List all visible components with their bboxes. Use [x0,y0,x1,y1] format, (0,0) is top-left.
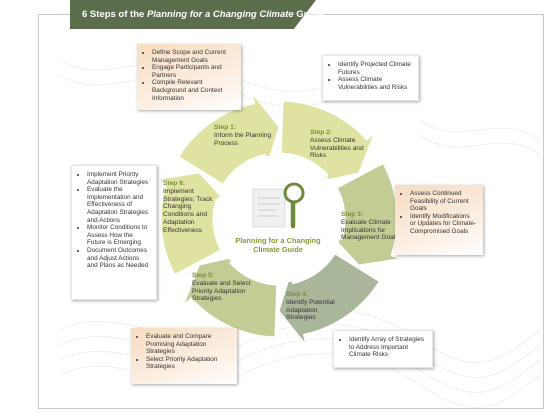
callout-step-5: Evaluate and Compare Promising Adaptatio… [131,328,237,384]
step-1: Step 1: Inform the Planning Process [214,124,272,147]
callout-item: Define Scope and Current Management Goal… [152,49,235,64]
callout-item: Identify Modifications or Updates for Cl… [410,213,477,236]
cycle-arrow-step-1 [178,93,280,185]
callout-item: Document Outcomes and Adjust Actions and… [87,247,150,270]
center-label: Planning for a Changing Climate Guide [235,236,321,254]
callout-item: Evaluate and Compare Promising Adaptatio… [146,333,231,356]
cycle-arrow-step-6 [157,172,228,276]
callout-item: Monitor Conditions to Assess How the Fut… [87,224,150,247]
figure-title: 6 Steps of the Planning for a Changing C… [82,9,324,20]
step-2: Step 2: Assess Climate Vulnerabilities a… [310,129,364,160]
title-bar [70,0,316,29]
callout-item: Assess Climate Vulnerabilities and Risks [338,76,412,91]
callout-item: Compile Relevant Background and Context … [152,79,235,102]
callout-step-3: Assess Continued Feasibility of Current … [395,185,483,255]
callout-item: Implement Priority Adaptation Strategies [87,171,150,186]
callout-step-6: Implement Priority Adaptation Strategies… [71,165,157,300]
step-3: Step 3: Evaluate Climate Implications fo… [341,211,399,242]
callout-item: Select Priority Adaptation Strategies [146,356,231,371]
step-4: Step 4: Identify Potential Adaptation St… [286,291,335,322]
callout-item: Identify Projected Climate Futures [338,61,412,76]
cycle-arrow-step-2 [280,100,375,183]
callout-item: Identify Array of Strategies to Address … [349,336,426,359]
cycle-arrow-step-5 [183,255,278,338]
callout-step-4: Identify Array of Strategies to Address … [333,330,433,368]
callout-step-1: Define Scope and Current Management Goal… [137,44,241,110]
document-magnifier-icon [252,182,305,229]
callout-step-2: Identify Projected Climate Futures Asses… [322,55,419,101]
callout-item: Engage Participants and Partners [152,64,235,79]
cycle-arrow-step-4 [278,253,380,345]
step-6: Step 6: Implement Strategies; Track Chan… [163,180,213,234]
callout-item: Assess Continued Feasibility of Current … [410,190,477,213]
callout-item: Evaluate the Implementation and Effectiv… [87,186,150,224]
cycle-arrow-step-3 [330,162,401,266]
step-5: Step 5: Evaluate and Select Priority Ada… [192,272,251,303]
